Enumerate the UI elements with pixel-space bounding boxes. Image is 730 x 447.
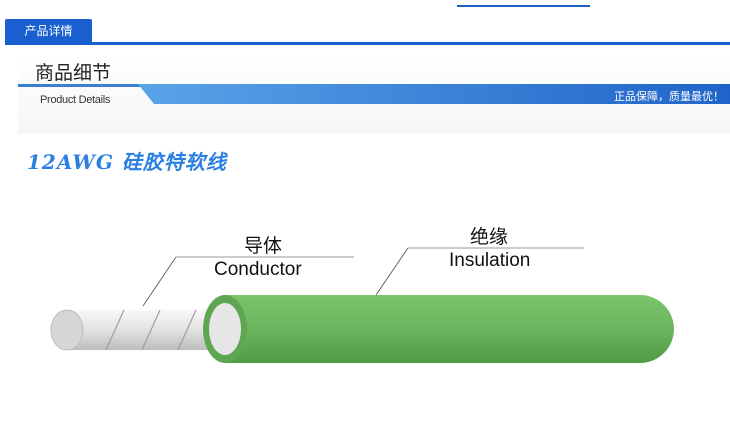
top-link-underline[interactable] (457, 5, 590, 7)
insulation-leader (375, 247, 409, 296)
conductor-leader (142, 256, 177, 307)
insulation-body (225, 295, 674, 363)
insulation-cavity (209, 303, 241, 355)
product-title: 12AWG 硅胶特软线 (27, 150, 227, 174)
section-header-bar (18, 84, 730, 104)
section-subtitle: Product Details (40, 94, 111, 106)
cable-diagram (50, 247, 674, 363)
conductor-label-en: Conductor (214, 259, 302, 280)
conductor-strands (105, 309, 197, 351)
conductor-end (50, 309, 84, 351)
conductor-label-cn: 导体 (244, 235, 283, 257)
section-slogan: 正品保障，质量最优！ (614, 91, 724, 103)
tab-product-details[interactable]: 产品详情 (5, 19, 92, 43)
tab-divider (5, 42, 730, 45)
conductor-body (67, 310, 227, 350)
section-title: 商品细节 (35, 62, 112, 84)
insulation-label-en: Insulation (449, 250, 531, 271)
insulation-label-cn: 绝缘 (470, 226, 509, 248)
